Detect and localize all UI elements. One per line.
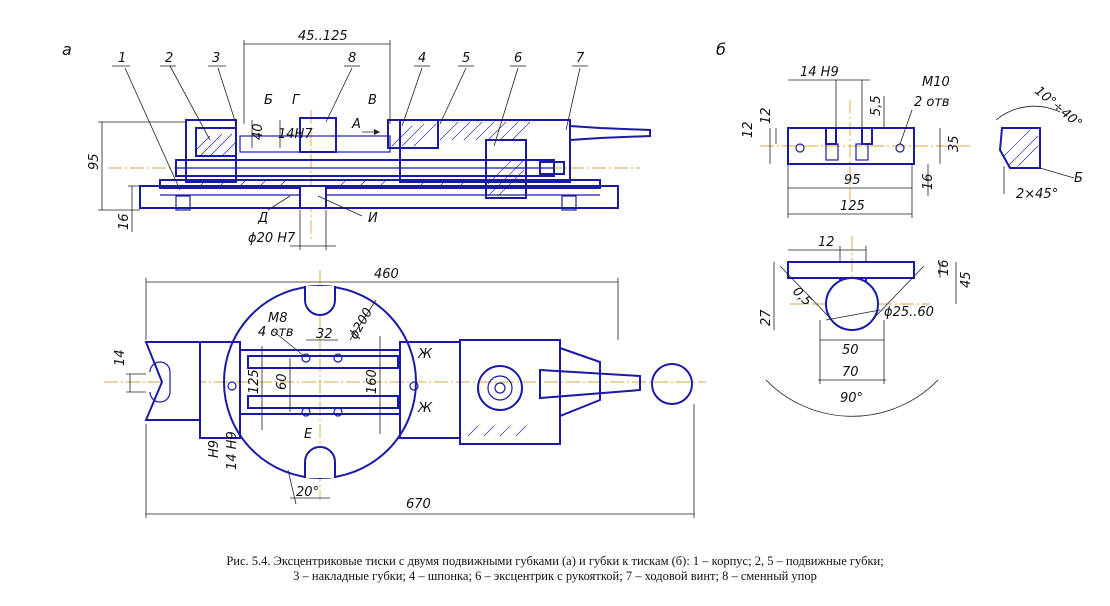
dim-angle-90: 90° bbox=[840, 391, 863, 406]
dim-dia-25-60: ϕ25..60 bbox=[884, 305, 934, 320]
dim-radius-0-5: 0,5 bbox=[789, 284, 814, 309]
dim-70: 70 bbox=[842, 365, 859, 380]
part-number-3: 3 bbox=[212, 51, 220, 66]
view-b-jaw: б bbox=[716, 40, 1085, 218]
section-letter-zh-bottom: Ж bbox=[417, 401, 433, 416]
dim-35: 35 bbox=[947, 135, 962, 152]
dim-40: 40 bbox=[251, 123, 266, 140]
dim-chamfer: 2×45° bbox=[1016, 187, 1058, 202]
part-number-4: 4 bbox=[418, 51, 426, 66]
part-number-7: 7 bbox=[576, 51, 585, 66]
view-label-a: а bbox=[62, 40, 72, 59]
dim-160: 160 bbox=[365, 369, 380, 394]
dim-60: 60 bbox=[275, 373, 290, 390]
dim-45: 45 bbox=[959, 271, 974, 288]
view-b-v-jaw: 12 16 45 0,5 27 ϕ25..60 50 70 90° bbox=[759, 235, 974, 417]
part-number-6: 6 bbox=[514, 51, 522, 66]
dim-thread-m10: M10 bbox=[922, 75, 950, 90]
part-number-1: 1 bbox=[118, 51, 126, 66]
caption-line-2: 3 – накладные губки; 4 – шпонка; 6 – экс… bbox=[293, 569, 817, 583]
dim-top-span: 45..125 bbox=[298, 29, 348, 44]
caption-line-1: Рис. 5.4. Эксцентриковые тиски с двумя п… bbox=[226, 554, 884, 568]
section-letter-v: В bbox=[368, 93, 377, 108]
section-letter-d: Д bbox=[257, 211, 268, 226]
dim-125: 125 bbox=[247, 369, 262, 394]
dim-27: 27 bbox=[759, 309, 774, 326]
figure-caption: Рис. 5.4. Эксцентриковые тиски с двумя п… bbox=[0, 554, 1110, 584]
dim-16-side: 16 bbox=[921, 173, 936, 190]
dim-32: 32 bbox=[316, 327, 333, 342]
section-letter-b: Б bbox=[264, 93, 273, 108]
dim-slot-14h9: 14 H9 bbox=[800, 65, 839, 80]
view-label-b: б bbox=[716, 40, 726, 59]
dim-length-670: 670 bbox=[406, 497, 431, 512]
dim-12-top: 12 bbox=[818, 235, 835, 250]
section-letter-g: Г bbox=[292, 93, 301, 108]
dim-holes-4: 4 отв bbox=[258, 325, 294, 340]
part-number-5: 5 bbox=[462, 51, 470, 66]
part-number-2: 2 bbox=[165, 51, 173, 66]
dim-height-16: 16 bbox=[117, 213, 132, 230]
section-letter-b-jaw: Б bbox=[1074, 171, 1083, 186]
dim-fit-14h7: 14H7 bbox=[278, 127, 313, 142]
dim-16-top: 16 bbox=[937, 259, 952, 276]
dim-5-5: 5,5 bbox=[869, 95, 884, 116]
section-letter-zh-top: Ж bbox=[417, 347, 433, 362]
dim-12-outer: 12 bbox=[741, 121, 756, 138]
dim-125: 125 bbox=[840, 199, 865, 214]
view-a-plan-view: 460 670 14 M8 4 отв 32 ϕ200 125 60 160 H… bbox=[104, 267, 706, 518]
dim-50: 50 bbox=[842, 343, 859, 358]
dim-fit-14h9: 14 H9 bbox=[225, 431, 240, 470]
section-letter-a: А bbox=[351, 117, 361, 132]
dim-angle-20: 20° bbox=[296, 485, 319, 500]
dim-thread-m8: M8 bbox=[268, 311, 288, 326]
dim-length-460: 460 bbox=[374, 267, 399, 282]
section-letter-i: И bbox=[368, 211, 378, 226]
part-number-8: 8 bbox=[348, 51, 356, 66]
dim-12-inner: 12 bbox=[759, 107, 774, 124]
dim-95: 95 bbox=[844, 173, 861, 188]
dim-height-95: 95 bbox=[87, 153, 102, 170]
dim-angle-10-40: 10°÷40° bbox=[1031, 84, 1084, 132]
dim-holes-2: 2 отв bbox=[914, 95, 950, 110]
dim-fit-h9: H9 bbox=[207, 440, 222, 458]
section-letter-e: Е bbox=[304, 427, 313, 442]
dim-bore-20h7: ϕ20 H7 bbox=[248, 231, 296, 246]
dim-dia-200: ϕ200 bbox=[346, 306, 376, 342]
dim-width-14: 14 bbox=[113, 349, 128, 366]
view-a-front-section: а bbox=[62, 29, 651, 250]
